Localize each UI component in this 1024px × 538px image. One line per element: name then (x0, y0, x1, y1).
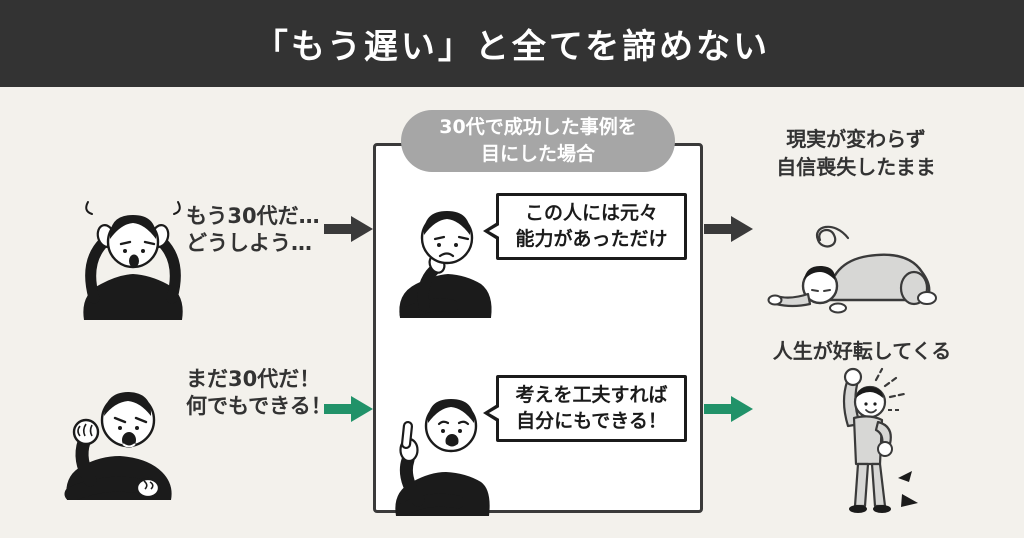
header-banner: 「もう遅い」と全てを諦めない (0, 0, 1024, 87)
trigger-text-optimist: まだ30代だ！ 何でもできる！ (186, 366, 332, 420)
bubble-pessimist-line1: この人には元々 (524, 201, 658, 224)
pointing-man-illustration (395, 399, 490, 516)
trigger-pessimist-line1: もう30代だ… (186, 204, 320, 228)
outcome-pessimist-line2: 自信喪失したまま (776, 154, 936, 179)
condition-label: 30代で成功した事例を 目にした場合 (401, 110, 675, 172)
celebrating-man-illustration (842, 367, 918, 513)
condition-label-line2: 目にした場合 (480, 143, 595, 165)
worried-man-illustration (83, 201, 183, 320)
trigger-optimist-line1: まだ30代だ！ (186, 367, 321, 391)
bubble-optimist-line1: 考えを工夫すれば (515, 383, 668, 406)
trigger-text-pessimist: もう30代だ… どうしよう… (186, 203, 320, 257)
bubble-pessimist-line2: 能力があっただけ (515, 227, 668, 250)
speech-bubble-optimist: 考えを工夫すれば 自分にもできる！ (496, 375, 687, 442)
arrow-right-green-icon (324, 396, 373, 422)
outcome-optimist-line1: 人生が好転してくる (772, 339, 952, 363)
bubble-optimist-line2: 自分にもできる！ (516, 409, 667, 432)
outcome-pessimist-line1: 現実が変わらず (786, 127, 926, 151)
thinking-man-illustration (399, 211, 492, 318)
outcome-text-pessimist: 現実が変わらず 自信喪失したまま (750, 126, 962, 181)
collapsed-man-illustration (767, 225, 937, 314)
arrow-right-dark-icon (324, 216, 373, 242)
trigger-pessimist-line2: どうしよう… (186, 230, 312, 255)
condition-label-line1: 30代で成功した事例を (439, 116, 637, 139)
arrow-right-green-icon (704, 396, 753, 422)
speech-bubble-pessimist: この人には元々 能力があっただけ (496, 193, 687, 260)
arrow-right-dark-icon (704, 216, 753, 242)
determined-man-illustration (64, 392, 172, 500)
outcome-text-optimist: 人生が好転してくる (756, 338, 968, 366)
page-title: 「もう遅い」と全てを諦めない (253, 27, 771, 67)
trigger-optimist-line2: 何でもできる！ (186, 393, 332, 418)
